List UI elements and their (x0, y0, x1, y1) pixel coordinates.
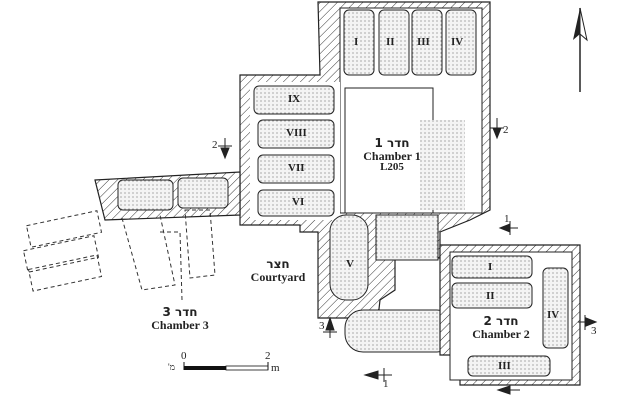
kokh-VI (257, 189, 335, 217)
chamber2-kokh-IV (542, 267, 569, 349)
courtyard-label: חצר Courtyard (238, 258, 318, 283)
kokh-V (329, 214, 369, 301)
kokh-label-I: I (354, 36, 359, 48)
scale-unit-hebrew: מ' (168, 362, 175, 372)
kokh-III (411, 9, 443, 76)
kokh-label-V: V (346, 258, 354, 270)
section-1-south: 1 (383, 378, 389, 390)
kokh-label-IX: IX (288, 93, 301, 105)
chamber1-room (344, 87, 434, 214)
section-2-west: 2 (212, 139, 218, 151)
section-1-north: 1 (504, 213, 510, 225)
chamber2-kokh-I (451, 255, 533, 279)
kokh-label-IV: IV (451, 36, 464, 48)
kokh-II (378, 9, 410, 76)
chamber2-kokh-label-I: I (488, 261, 493, 273)
kokh-I (343, 9, 375, 76)
chamber2-label: חדר 2 Chamber 2 (466, 315, 536, 340)
section-3-west: 3 (319, 320, 325, 332)
scale-unit: m (271, 362, 280, 374)
chamber3-english: Chamber 3 (151, 317, 209, 332)
courtyard-english: Courtyard (250, 269, 306, 284)
section-markers (218, 118, 598, 395)
scale-bar (183, 362, 269, 371)
chamber1-hebrew: חדר 1 (374, 136, 410, 150)
chamber2-kokh-label-II: II (486, 290, 495, 302)
kokh-IV (445, 9, 477, 76)
chamber2-english: Chamber 2 (472, 326, 530, 341)
chamber2-kokh-III (467, 355, 551, 377)
kokh-VIII (257, 119, 335, 149)
kokh-IX (253, 85, 335, 115)
scale-start: 0 (181, 350, 187, 362)
kokh-label-VII: VII (288, 162, 305, 174)
scale-end: 2 (265, 350, 271, 362)
chamber2-kokh-II (451, 282, 533, 309)
chamber3-benches (22, 209, 216, 301)
steps (375, 214, 439, 261)
kokh-label-VIII: VIII (286, 127, 307, 139)
chamber1-locus: L205 (380, 161, 404, 174)
chamber1-english: Chamber 1 (363, 148, 421, 163)
chamber2-hebrew: חדר 2 (483, 314, 519, 328)
chamber3-label: חדר 3 Chamber 3 (140, 306, 220, 331)
chamber1-label: חדר 1 Chamber 1 L205 (358, 137, 426, 174)
chamber3-hebrew: חדר 3 (162, 305, 198, 319)
kokh-VII (257, 154, 335, 184)
entrance-stone (344, 309, 456, 353)
kokh-label-III: III (417, 36, 430, 48)
kokh-label-VI: VI (292, 196, 305, 208)
north-arrow-icon (573, 7, 588, 92)
courtyard-hebrew: חצר (266, 257, 290, 271)
chamber2-kokh-label-III: III (498, 360, 511, 372)
chamber2-kokh-label-IV: IV (547, 309, 560, 321)
section-3-east: 3 (591, 325, 597, 337)
section-2-east: 2 (503, 124, 509, 136)
kokh-label-II: II (386, 36, 395, 48)
